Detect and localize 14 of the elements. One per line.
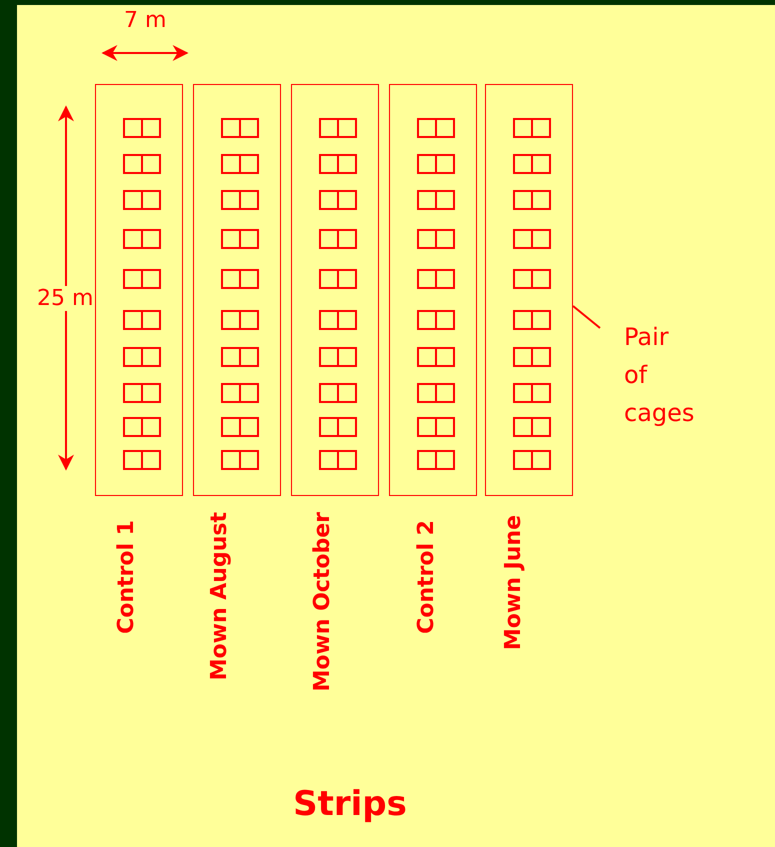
strip-label: Mown August — [206, 512, 233, 680]
dimension-label: 25 m — [36, 286, 94, 311]
strip-plot — [193, 84, 281, 496]
strip-label: Control 1 — [113, 520, 140, 634]
callout-text: Pair of cages — [624, 318, 696, 432]
diagram-title: Strips — [292, 784, 408, 824]
leader-line — [572, 305, 601, 329]
strip-label: Control 2 — [413, 520, 440, 634]
strip-plot — [95, 84, 183, 496]
strip-label: Mown October — [309, 512, 336, 692]
strip-plot — [291, 84, 379, 496]
strip-plot — [389, 84, 477, 496]
strip-plot — [485, 84, 573, 496]
strip-label: Mown June — [500, 515, 527, 650]
